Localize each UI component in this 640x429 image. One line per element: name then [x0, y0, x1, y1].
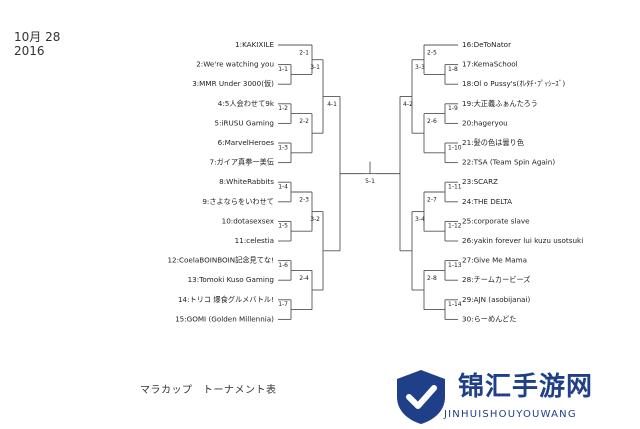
left-match-2-2-label: 2-2: [299, 118, 309, 125]
right-match-4-2-label: 4-2: [403, 101, 413, 108]
right-team-18: 18:Ol o Pussy's(ｵﾚﾀﾁ･ﾌﾟｯｼｰｽﾞ): [462, 79, 565, 88]
right-match-1-10-label: 1-10: [448, 144, 462, 151]
right-match-2-7-label: 2-7: [427, 197, 437, 204]
left-match-3-2-label: 3-2: [310, 216, 320, 223]
right-team-21: 21:髪の色は曇り色: [462, 138, 524, 147]
right-match-1-14-label: 1-14: [448, 301, 462, 308]
left-team-9: 9:さよならをいわせて: [202, 197, 274, 206]
right-team-30: 30:らーめんどた: [462, 314, 516, 323]
watermark-title: 锦汇手游网: [458, 372, 594, 402]
left-team-10: 10:dotasexsex: [222, 216, 275, 225]
right-team-24: 24:THE DELTA: [462, 197, 512, 206]
right-team-20: 20:hageryou: [462, 118, 508, 127]
right-match-3-4-label: 3-4: [415, 216, 425, 223]
right-match-2-5-label: 2-5: [427, 50, 437, 57]
left-match-2-1-label: 2-1: [299, 50, 309, 57]
right-match-3-3-label: 3-3: [415, 64, 425, 71]
left-match-1-5-label: 1-5: [278, 223, 288, 230]
left-team-11: 11:celestia: [235, 236, 274, 245]
left-match-3-1-label: 3-1: [310, 64, 320, 71]
left-team-13: 13:Tomoki Kuso Gaming: [188, 275, 274, 284]
left-match-1-6-label: 1-6: [278, 262, 288, 269]
left-team-5: 5:iRUSU Gaming: [215, 118, 274, 127]
left-team-7: 7:ガイア真拳一美伝: [210, 158, 275, 167]
left-team-8: 8:WhiteRabbits: [219, 177, 274, 186]
left-team-15: 15:GOMI (Golden Millennia): [175, 314, 274, 323]
left-match-4-1-label: 4-1: [327, 101, 337, 108]
right-team-16: 16:DeToNator: [462, 40, 511, 49]
left-team-12: 12:CoelaBOINBOIN記念見てな!: [167, 256, 274, 265]
right-team-25: 25:corporate slave: [462, 216, 530, 225]
left-match-2-4-label: 2-4: [299, 275, 309, 282]
right-team-27: 27:Give Me Mama: [462, 256, 527, 265]
left-team-4: 4:5人会わせて9k: [218, 99, 275, 108]
right-team-28: 28:チームカービーズ: [462, 275, 531, 284]
right-team-17: 17:KemaSchool: [462, 60, 518, 69]
left-match-1-3-label: 1-3: [278, 144, 288, 151]
right-match-1-11-label: 1-11: [448, 184, 462, 191]
right-team-23: 23:SCARZ: [462, 177, 498, 186]
bracket-caption: マラカップ トーナメント表: [140, 385, 277, 396]
left-match-1-7-label: 1-7: [278, 301, 288, 308]
left-team-1: 1:KAKIXILE: [235, 40, 274, 49]
left-team-14: 14:トリコ 爆食グルメバトル!: [178, 295, 274, 304]
watermark-subtitle: JINHUISHOUYOUWANG: [444, 409, 577, 420]
right-team-26: 26:yakin forever lui kuzu usotsuki: [462, 236, 583, 245]
right-match-2-6-label: 2-6: [427, 118, 437, 125]
right-match-1-9-label: 1-9: [448, 105, 458, 112]
right-match-1-8-label: 1-8: [448, 66, 458, 73]
right-match-1-13-label: 1-13: [448, 262, 462, 269]
left-team-3: 3:MMR Under 3000(仮): [192, 79, 274, 88]
final-match-label: 5-1: [365, 178, 375, 185]
left-team-2: 2:We're watching you: [196, 60, 274, 69]
left-team-6: 6:MarvelHeroes: [218, 138, 275, 147]
right-team-19: 19:大正義ふぁんたろう: [462, 99, 538, 108]
right-match-2-8-label: 2-8: [427, 275, 437, 282]
right-team-29: 29:AJN (asobijanai): [462, 295, 531, 304]
date-day: 10月 28: [14, 30, 61, 44]
left-match-1-4-label: 1-4: [278, 184, 288, 191]
date-year: 2016: [14, 44, 45, 58]
left-match-1-2-label: 1-2: [278, 105, 288, 112]
shield-check-icon: [397, 370, 445, 424]
right-match-1-12-label: 1-12: [448, 223, 462, 230]
left-match-1-1-label: 1-1: [278, 66, 288, 73]
right-team-22: 22:TSA (Team Spin Again): [462, 158, 555, 167]
left-match-2-3-label: 2-3: [299, 197, 309, 204]
